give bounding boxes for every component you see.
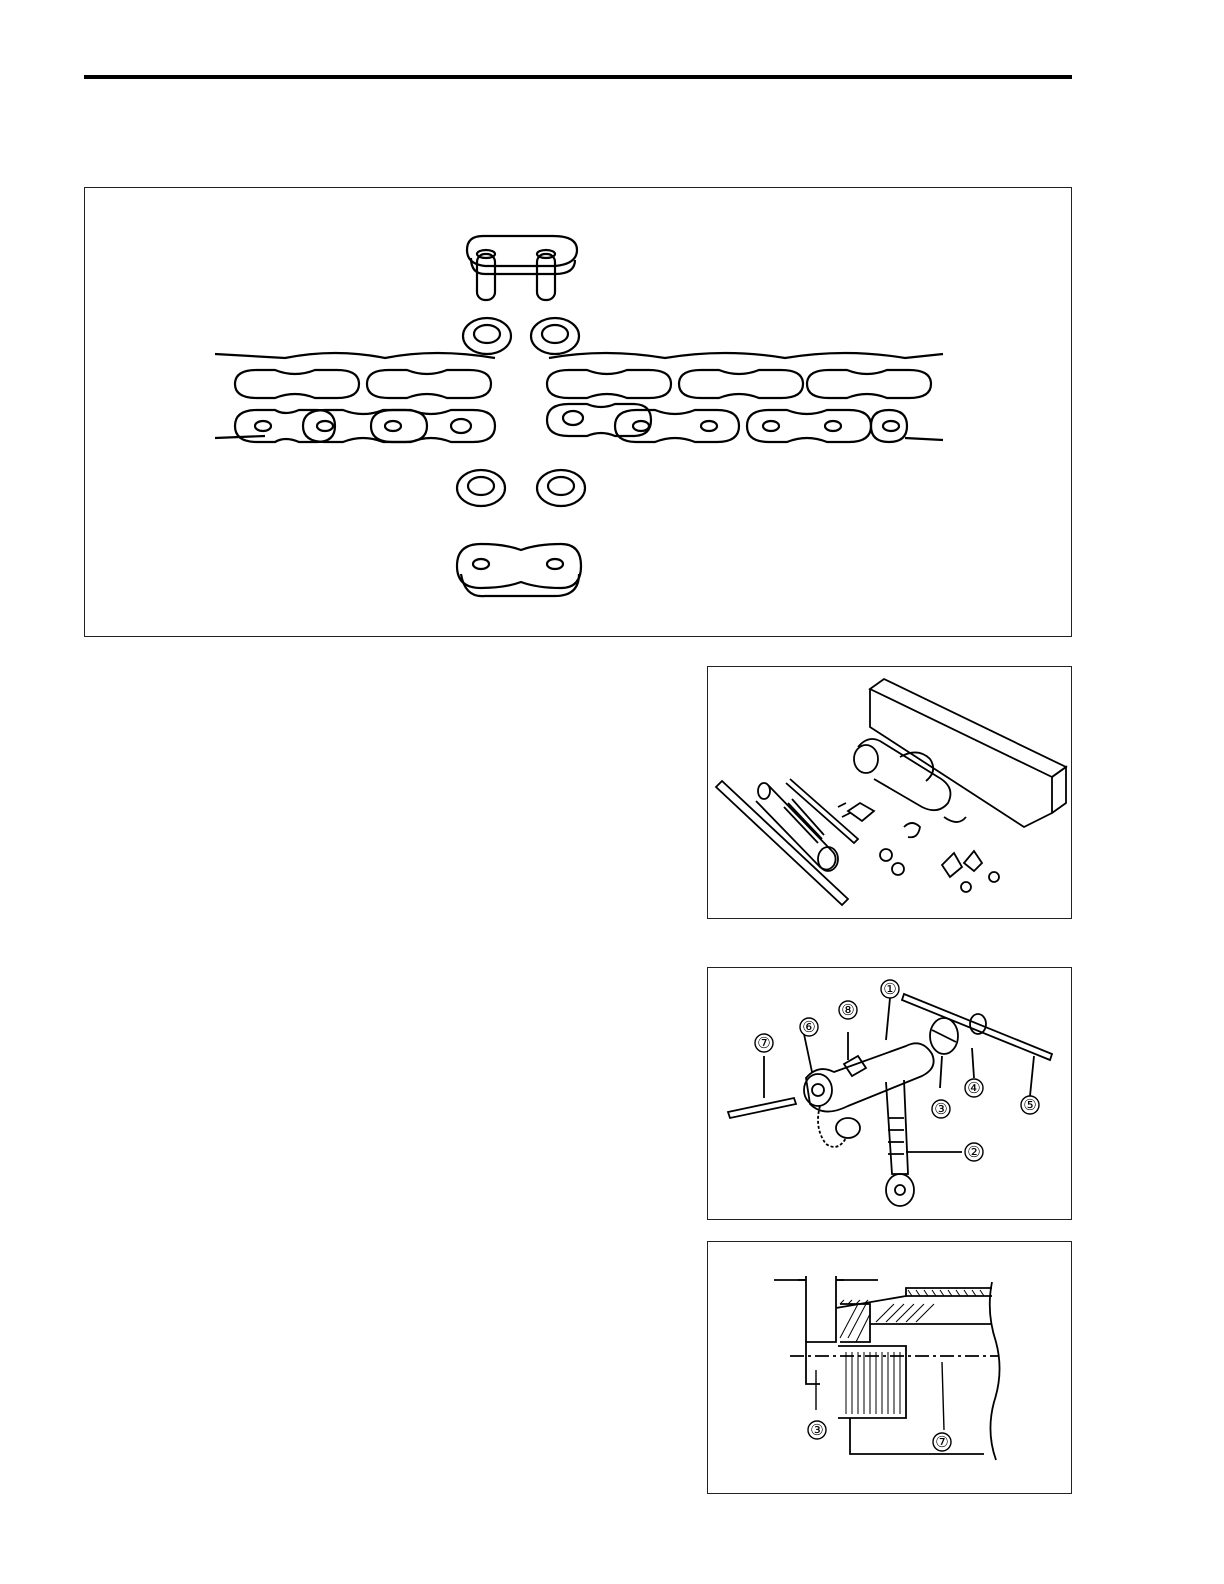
chain-tool-kit-drawing <box>708 667 1073 920</box>
chain-joint-drawing <box>85 188 1073 638</box>
header-rule <box>84 75 1072 79</box>
chain-tool-kit-figure <box>707 666 1072 919</box>
tool-cross-section-drawing: ③ ⑦ <box>708 1242 1073 1495</box>
callout-2-label: ② <box>967 1143 980 1161</box>
chain-tool-assembled-figure: ① ⑧ ⑥ ⑦ ③ ④ ⑤ ② <box>707 967 1072 1220</box>
callout-6-label: ⑥ <box>802 1018 815 1036</box>
chain-tool-assembled-drawing: ① ⑧ ⑥ ⑦ ③ ④ ⑤ ② <box>708 968 1073 1221</box>
callout-7-label: ⑦ <box>757 1034 770 1052</box>
callout-4-label: ④ <box>967 1079 980 1097</box>
tool-cross-section-figure: ③ ⑦ <box>707 1241 1072 1494</box>
section-callout-7-label: ⑦ <box>935 1433 948 1451</box>
callout-8-label: ⑧ <box>841 1001 854 1019</box>
callout-3-label: ③ <box>934 1100 947 1118</box>
callout-5-label: ⑤ <box>1023 1096 1036 1114</box>
chain-joint-figure <box>84 187 1072 637</box>
section-callout-3-label: ③ <box>810 1421 823 1439</box>
callout-1-label: ① <box>883 980 896 998</box>
